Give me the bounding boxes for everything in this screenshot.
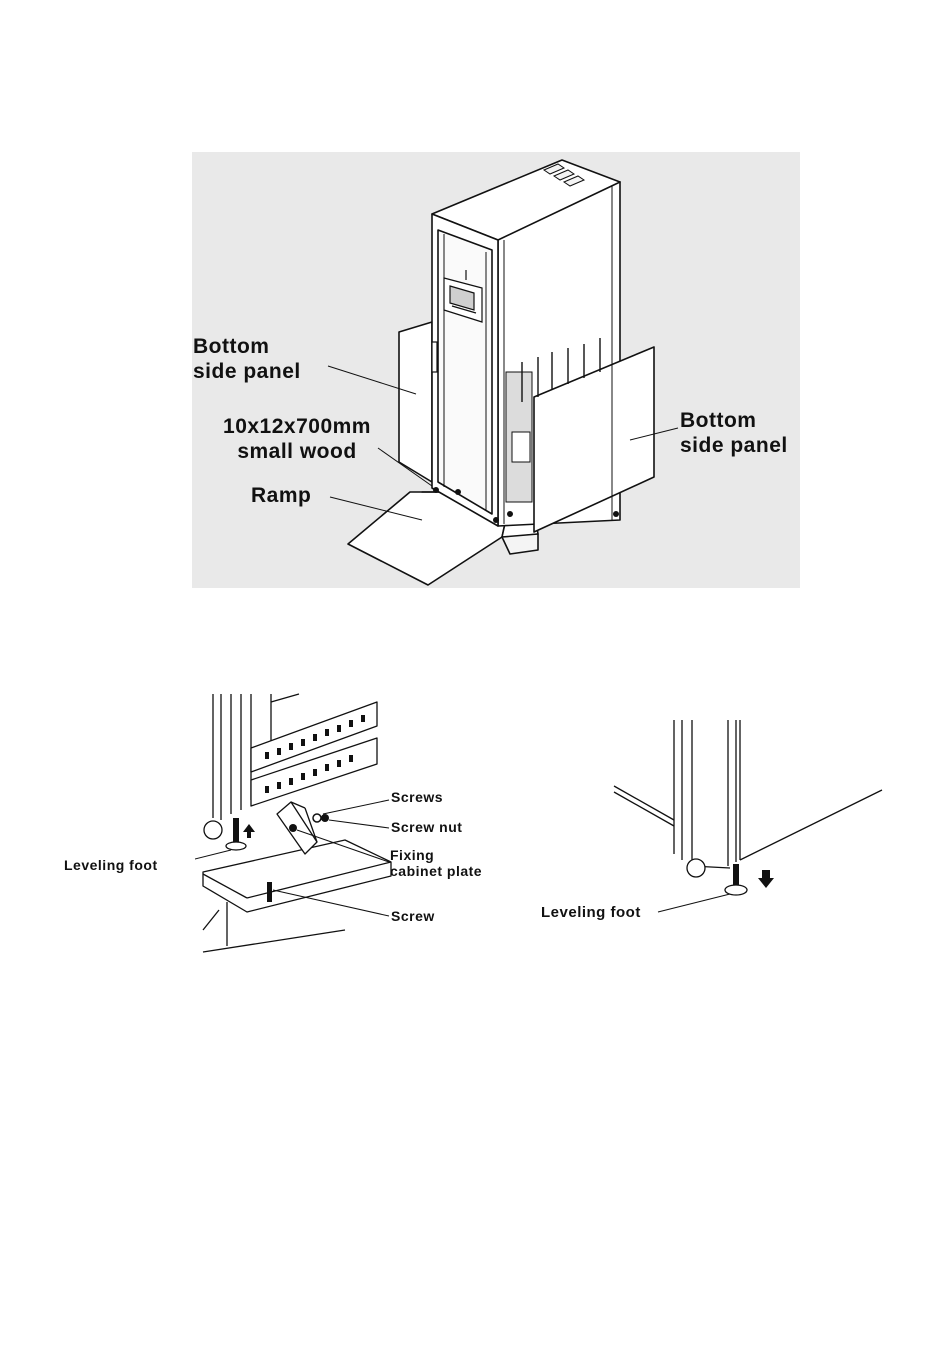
arrow-up-icon [243, 824, 255, 838]
label-bottom-side-panel-left: Bottom side panel [193, 334, 301, 384]
label-screw-nut: Screw nut [391, 819, 462, 835]
leveling-foot-figure [600, 716, 890, 926]
label-screws: Screws [391, 789, 443, 805]
arrow-down-icon [758, 870, 774, 888]
label-fixing-cabinet-plate: Fixing cabinet plate [390, 847, 482, 879]
leveling-foot-drawing [600, 716, 890, 926]
label-leveling-foot-right: Leveling foot [541, 905, 641, 921]
label-ramp: Ramp [251, 483, 311, 508]
left-side-panel [399, 322, 432, 482]
fixing-plate-drawing [195, 690, 395, 956]
label-small-wood: 10x12x700mm small wood [214, 414, 380, 464]
label-bottom-side-panel-right: Bottom side panel [680, 408, 788, 458]
label-leveling-foot-left: Leveling foot [64, 857, 158, 873]
label-screw: Screw [391, 908, 435, 924]
fixing-plate-figure [195, 690, 395, 956]
